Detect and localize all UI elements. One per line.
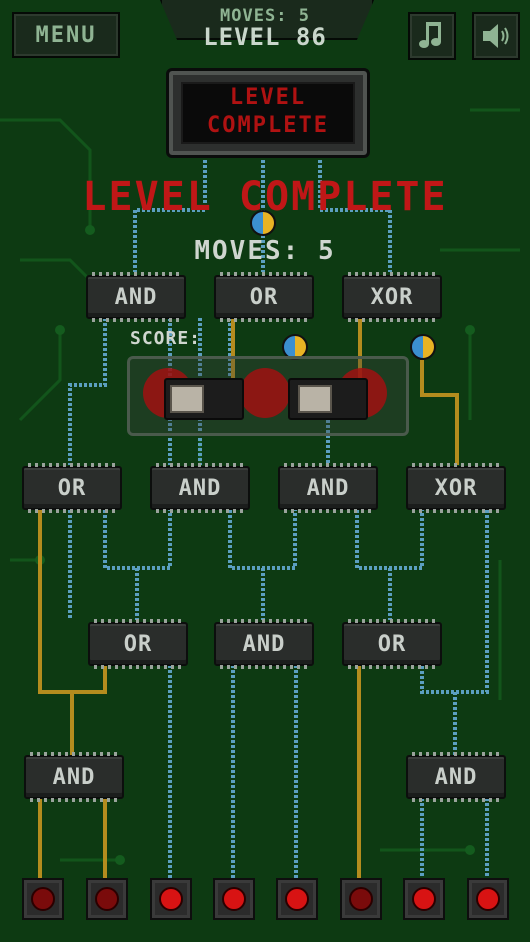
gate-and[interactable]: AND [24, 752, 124, 802]
output-led [467, 878, 509, 920]
output-led [340, 878, 382, 920]
gate-or[interactable]: OR [88, 619, 188, 669]
level-header [160, 0, 374, 40]
output-led [213, 878, 255, 920]
sound-toggle-button[interactable] [472, 12, 520, 60]
led-bulb [285, 887, 309, 911]
led-bulb [222, 887, 246, 911]
gate-and[interactable]: AND [150, 463, 250, 513]
led-bulb [95, 887, 119, 911]
gate-or[interactable]: OR [214, 272, 314, 322]
led-bulb [31, 887, 55, 911]
output-led [22, 878, 64, 920]
input-switch[interactable] [164, 378, 244, 420]
score-star [240, 368, 290, 418]
gate-or[interactable]: OR [22, 463, 122, 513]
music-toggle-button[interactable] [408, 12, 456, 60]
menu-button[interactable]: MENU [12, 12, 120, 58]
input-switch[interactable] [288, 378, 368, 420]
menu-label: MENU [35, 22, 97, 48]
led-bulb [412, 887, 436, 911]
led-bulb [159, 887, 183, 911]
output-led [403, 878, 445, 920]
output-led [86, 878, 128, 920]
display-line-2: COMPLETE [207, 113, 329, 138]
level-number: LEVEL 86 [203, 23, 327, 51]
junction-indicator [282, 334, 308, 360]
gate-and[interactable]: AND [214, 619, 314, 669]
status-display: LEVEL COMPLETE [166, 68, 370, 158]
junction-indicator [410, 334, 436, 360]
speaker-icon [483, 24, 509, 48]
led-bulb [349, 887, 373, 911]
gate-xor[interactable]: XOR [342, 272, 442, 322]
gate-or[interactable]: OR [342, 619, 442, 669]
gate-and[interactable]: AND [278, 463, 378, 513]
output-led [150, 878, 192, 920]
moves-counter: MOVES: 5 [220, 6, 310, 26]
gate-and[interactable]: AND [406, 752, 506, 802]
moves-summary: MOVES: 5 [194, 236, 336, 266]
output-led [276, 878, 318, 920]
led-bulb [476, 887, 500, 911]
score-label: SCORE: [130, 328, 202, 349]
music-note-icon [419, 22, 441, 48]
junction-indicator [250, 210, 276, 236]
display-line-1: LEVEL [229, 85, 307, 110]
gate-xor[interactable]: XOR [406, 463, 506, 513]
gate-and[interactable]: AND [86, 272, 186, 322]
